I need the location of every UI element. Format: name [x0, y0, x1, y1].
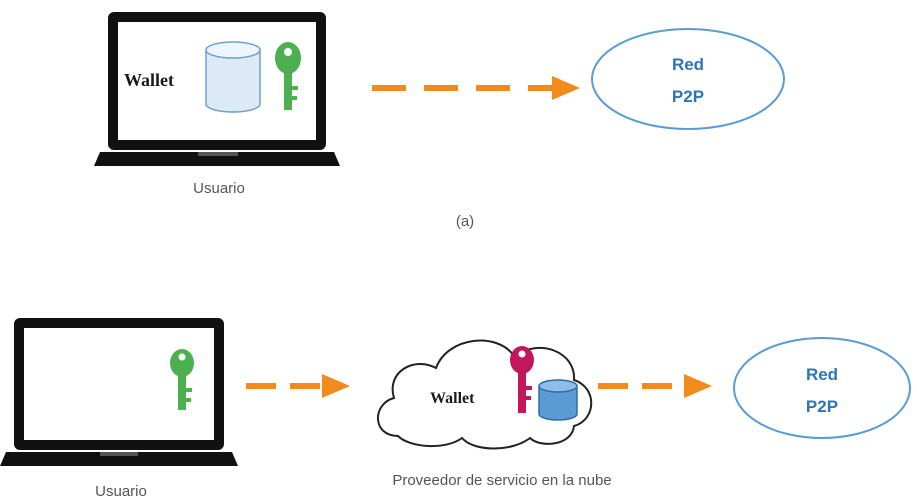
network-label-line2: P2P	[672, 87, 704, 106]
arrow-icon	[372, 76, 580, 100]
user-label: Usuario	[95, 483, 147, 500]
arrow-icon	[246, 374, 350, 398]
caption-a: (a)	[456, 213, 474, 230]
network-label-line1: Red	[672, 55, 704, 74]
arrow-icon	[598, 374, 712, 398]
database-icon	[205, 41, 261, 113]
user-label: Usuario	[193, 180, 245, 197]
network-label-line2: P2P	[806, 397, 838, 416]
key-icon	[170, 349, 194, 410]
laptop-wallet-label: Wallet	[124, 70, 174, 90]
database-icon	[538, 379, 578, 421]
network-label-line1: Red	[806, 365, 838, 384]
key-icon	[510, 346, 534, 413]
cloud-provider-label: Proveedor de servicio en la nube	[392, 472, 611, 489]
p2p-network-node	[591, 28, 785, 130]
scenario-a: Wallet Usuario Red P2P (a)	[94, 12, 785, 230]
cloud-icon	[377, 339, 593, 450]
p2p-network-node	[733, 337, 911, 439]
cloud-wallet-label: Wallet	[430, 390, 475, 407]
scenario-b: Usuario Wallet Proveedor de servicio en …	[0, 318, 911, 500]
laptop-icon	[0, 318, 238, 466]
key-icon	[275, 42, 301, 110]
